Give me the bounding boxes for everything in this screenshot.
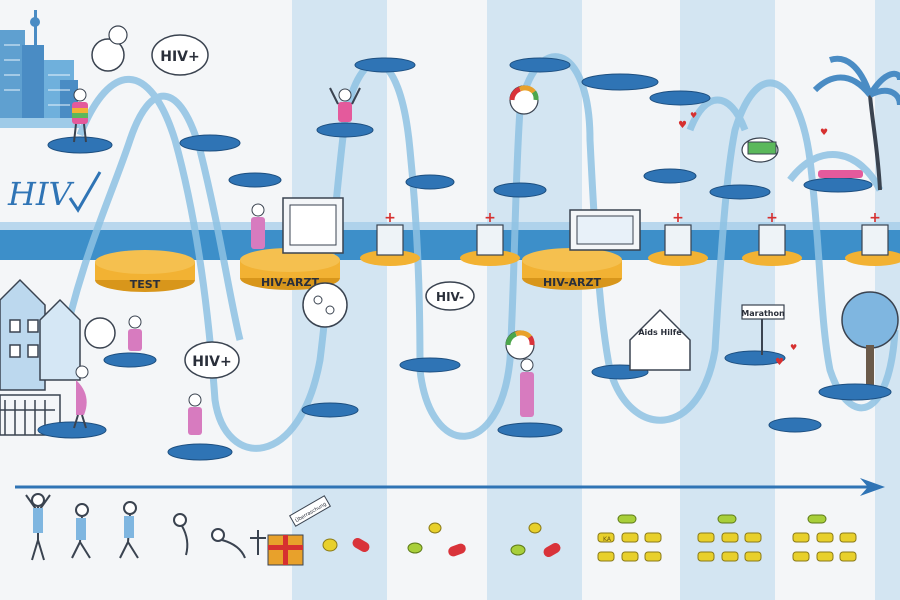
person-woman-doctor <box>251 203 265 249</box>
svg-text:+: + <box>869 210 881 226</box>
doctor-cabinet-2 <box>569 209 641 251</box>
timeline-band-light <box>0 222 900 230</box>
doctor-platform-2: HIV-ARZT <box>522 248 622 290</box>
figure-bent <box>173 513 189 556</box>
history-figures <box>25 493 266 561</box>
bubble-hiv-pos-2-text: HIV+ <box>192 354 232 370</box>
aids-hilfe-sign: Aids Hilfe <box>638 328 682 337</box>
doctor-platform-1-label: HIV-ARZT <box>261 276 320 289</box>
test-platform: TEST <box>95 250 195 292</box>
pill-group-2 <box>407 522 466 557</box>
thought-bubble-virus <box>302 282 348 328</box>
person-woman-walking <box>128 315 142 351</box>
thought-bubble-family <box>91 25 128 72</box>
bubble-hiv-neg-text: HIV- <box>436 290 464 304</box>
tree-bench <box>841 291 899 385</box>
hospital-4: + <box>742 210 802 266</box>
marathon-sign: Marathon <box>741 309 785 318</box>
speech-bubble-hiv-neg: HIV- <box>425 281 475 311</box>
pill-group-5 <box>697 514 762 562</box>
pills: KA <box>322 514 857 562</box>
person-woman-sad <box>188 393 202 435</box>
exit-sign <box>747 141 777 155</box>
person-rainbow-shirt <box>72 88 88 143</box>
hospital-platforms: + + + + + <box>360 210 900 266</box>
bubble-hiv-pos-1-text: HIV+ <box>160 49 200 65</box>
person-woman-pink <box>520 358 534 417</box>
marathon-signpost: Marathon <box>741 304 785 355</box>
doctor-platform-1: HIV-ARZT <box>240 248 340 290</box>
palm-tree <box>812 55 900 191</box>
hospital-5: + <box>845 210 900 266</box>
figure-walking <box>71 503 91 559</box>
svg-text:♥: ♥ <box>790 343 797 352</box>
people <box>72 87 863 435</box>
svg-text:+: + <box>766 210 778 226</box>
pill-stamp-label: KA <box>603 536 612 543</box>
person-pregnant <box>73 365 89 429</box>
journey-loops <box>56 53 899 452</box>
pill-group-4 <box>597 514 662 562</box>
aids-hilfe-house: Aids Hilfe <box>629 308 691 371</box>
viral-load-gauge-1 <box>509 85 539 115</box>
test-platform-label: TEST <box>130 278 161 291</box>
pill-group-1 <box>322 538 370 552</box>
hospital-2: + <box>460 210 520 266</box>
houses <box>0 278 81 436</box>
svg-text:+: + <box>484 210 496 226</box>
svg-text:♥: ♥ <box>678 120 687 131</box>
thought-bubble-baby <box>84 317 116 349</box>
hearts: ♥ ♥ ♥ ♥ ♥ <box>678 111 828 368</box>
svg-text:♥: ♥ <box>690 111 697 120</box>
doctor-cabinet-1 <box>282 197 344 254</box>
pill-group-6 <box>792 514 857 562</box>
hospital-3: + <box>648 210 708 266</box>
svg-text:♥: ♥ <box>820 128 828 138</box>
viral-load-gauge-2 <box>505 330 535 360</box>
figure-healthy <box>25 493 51 561</box>
person-cheering <box>329 87 361 122</box>
thought-bubble-hiv-pos-2: HIV+ <box>184 341 240 379</box>
city-skyline <box>0 10 80 128</box>
progress-arrow <box>15 478 885 496</box>
figure-ribbon <box>119 501 139 559</box>
hiv-title: HIV <box>7 175 75 213</box>
svg-text:+: + <box>384 210 396 226</box>
hospital-1: + <box>360 210 420 266</box>
svg-text:+: + <box>672 210 684 226</box>
doctor-platform-2-label: HIV-ARZT <box>543 276 602 289</box>
grave-cross <box>250 530 266 555</box>
figure-crawling <box>211 528 246 559</box>
svg-text:♥: ♥ <box>775 357 784 368</box>
pill-group-3 <box>510 522 561 557</box>
person-couple-sunbathing <box>818 170 863 178</box>
thought-bubble-hiv-pos-1: HIV+ <box>151 34 209 76</box>
hiv-title-group: HIV <box>7 171 102 213</box>
